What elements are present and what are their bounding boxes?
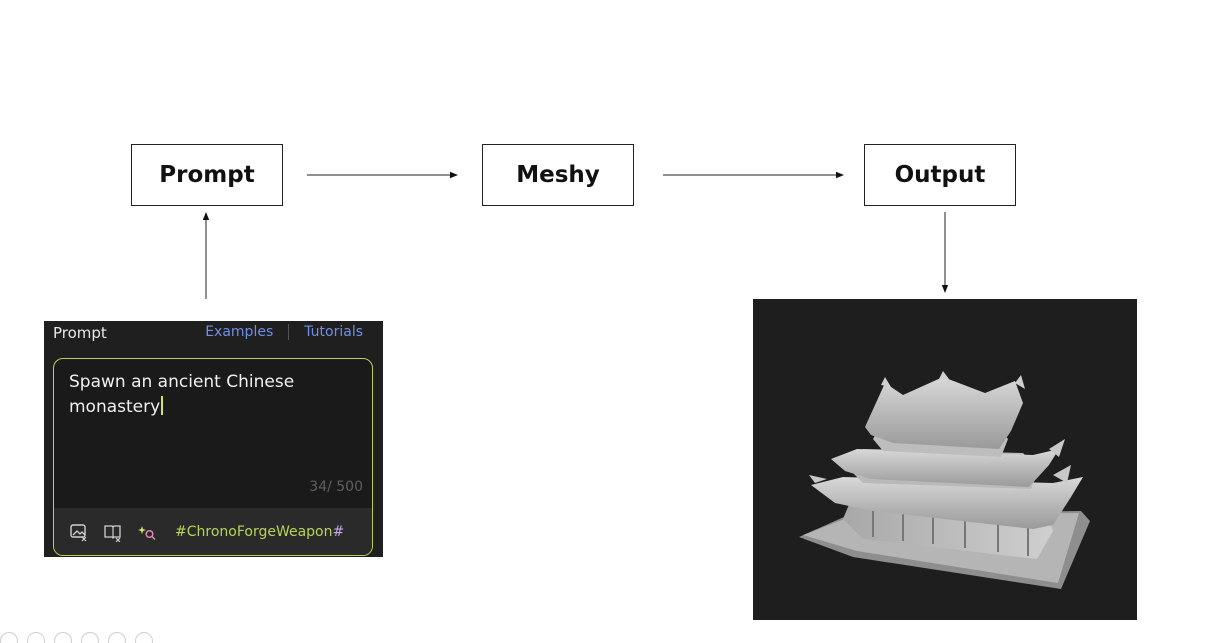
pen-icon[interactable] bbox=[54, 632, 72, 643]
tool-circle-icon[interactable] bbox=[0, 632, 18, 643]
hashtag-tail: # bbox=[332, 523, 345, 540]
more-icon[interactable] bbox=[135, 632, 153, 643]
image-prompt-icon[interactable] bbox=[69, 522, 89, 542]
link-divider bbox=[288, 324, 290, 340]
output-node: Output bbox=[864, 144, 1016, 206]
hashtag-chip[interactable]: #ChronoForgeWeapon# bbox=[175, 524, 344, 540]
sparkle-search-icon[interactable] bbox=[137, 522, 157, 542]
panel-title: Prompt bbox=[53, 324, 107, 342]
meshy-node: Meshy bbox=[482, 144, 634, 206]
prompt-text: Spawn an ancient Chinese monastery bbox=[69, 372, 295, 417]
prompt-panel: Prompt Examples Tutorials Spawn an ancie… bbox=[44, 321, 383, 557]
prompt-text-wrap: Spawn an ancient Chinese monastery bbox=[69, 370, 329, 420]
prompt-textarea[interactable]: Spawn an ancient Chinese monastery 34/ 5… bbox=[53, 358, 373, 556]
help-icon[interactable] bbox=[108, 632, 126, 643]
output-render-image bbox=[753, 299, 1137, 620]
prompt-node: Prompt bbox=[131, 144, 283, 206]
prompt-toolbar: #ChronoForgeWeapon# bbox=[54, 508, 372, 555]
meshy-node-label: Meshy bbox=[516, 162, 600, 188]
hashtag-main: #ChronoForgeWeapon bbox=[175, 523, 333, 540]
prompt-node-label: Prompt bbox=[159, 162, 255, 188]
examples-link[interactable]: Examples bbox=[205, 324, 274, 340]
tool-circle-icon[interactable] bbox=[27, 632, 45, 643]
char-counter: 34/ 500 bbox=[309, 479, 363, 495]
slide-tools bbox=[0, 632, 162, 643]
tutorials-link[interactable]: Tutorials bbox=[304, 324, 363, 340]
monastery-model-image bbox=[799, 371, 1090, 589]
output-node-label: Output bbox=[894, 162, 986, 188]
highlight-icon[interactable] bbox=[81, 632, 99, 643]
book-icon[interactable] bbox=[103, 522, 123, 542]
text-caret bbox=[161, 396, 164, 415]
panel-links: Examples Tutorials bbox=[205, 324, 363, 340]
